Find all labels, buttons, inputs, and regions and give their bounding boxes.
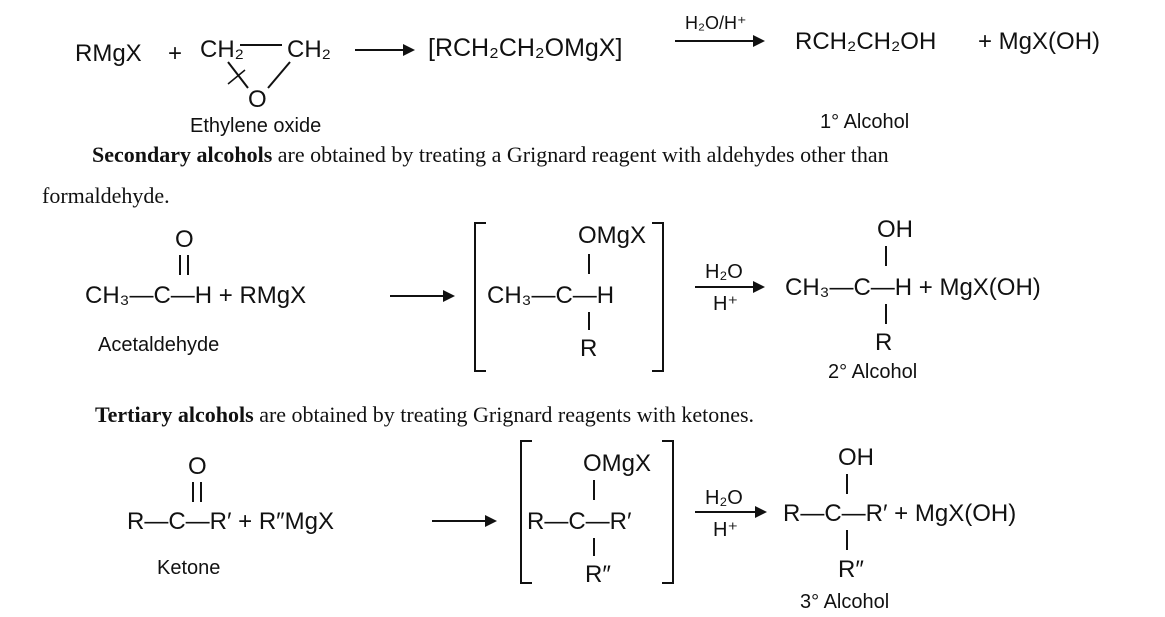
bond (846, 530, 848, 550)
term-tertiary: Tertiary alcohols (95, 402, 254, 427)
bond (588, 312, 590, 330)
carbonyl-oxygen: O (175, 226, 194, 253)
ch2-right: CH₂ (287, 36, 331, 63)
intermediate: [RCH₂CH₂OMgX] (428, 34, 623, 62)
byproduct: + MgX(OH) (978, 28, 1101, 55)
bond (885, 304, 887, 324)
bond (885, 246, 887, 266)
double-bond (192, 482, 202, 502)
bond (593, 538, 595, 556)
reaction-arrow (355, 44, 415, 56)
reagent-name: Ethylene oxide (190, 115, 322, 137)
paragraph-text: are obtained by treating a Grignard reag… (272, 142, 889, 167)
product: RCH₂CH₂OH (795, 28, 937, 55)
reaction-arrow (432, 515, 497, 527)
bracket-left (474, 222, 486, 372)
reaction-arrow (675, 35, 765, 47)
paragraph-secondary: Secondary alcohols are obtained by treat… (92, 144, 889, 166)
bond (588, 254, 590, 274)
ch2-left: CH₂ (200, 36, 244, 63)
paragraph-line2: formaldehyde. (42, 183, 170, 208)
product-label: 1° Alcohol (820, 111, 910, 133)
conditions-top: H₂O (705, 261, 743, 283)
reagent: RMgX (75, 40, 142, 67)
reactant-name: Acetaldehyde (98, 334, 220, 356)
bracket-right (652, 222, 664, 372)
intermediate-middle: R—C—R′ (527, 508, 632, 535)
intermediate-top: OMgX (578, 222, 647, 249)
bracket-right (662, 440, 674, 584)
epoxide-oxygen: O (248, 86, 267, 113)
product-top: OH (838, 444, 874, 471)
intermediate-middle: CH₃—C—H (487, 282, 615, 309)
reaction-arrow (390, 290, 455, 302)
conditions: H₂O/H⁺ (685, 13, 747, 33)
product-label: 2° Alcohol (828, 361, 918, 383)
reaction-arrow (695, 506, 767, 518)
product-middle: R—C—R′ + MgX(OH) (783, 500, 1017, 527)
reactant-name: Ketone (157, 557, 221, 579)
reactant: CH₃—C—H + RMgX (85, 282, 307, 309)
plus: + (168, 40, 183, 67)
term-secondary: Secondary alcohols (92, 142, 273, 167)
bond (846, 474, 848, 494)
product-bottom: R″ (838, 556, 864, 583)
intermediate-bottom: R″ (585, 561, 611, 588)
conditions-bottom: H⁺ (713, 519, 738, 541)
double-bond (179, 255, 189, 275)
bond (593, 480, 595, 500)
bracket-left (520, 440, 532, 584)
conditions-top: H₂O (705, 487, 743, 509)
product-top: OH (877, 216, 913, 243)
intermediate-top: OMgX (583, 450, 652, 477)
paragraph-tertiary: Tertiary alcohols are obtained by treati… (95, 404, 754, 426)
intermediate-bottom: R (580, 335, 598, 362)
paragraph-text: are obtained by treating Grignard reagen… (253, 402, 755, 427)
reaction-arrow (695, 281, 765, 293)
product-middle: CH₃—C—H + MgX(OH) (785, 274, 1041, 301)
reactant: R—C—R′ + R″MgX (127, 508, 335, 535)
product-bottom: R (875, 329, 893, 356)
carbonyl-oxygen: O (188, 453, 207, 480)
product-label: 3° Alcohol (800, 591, 890, 613)
conditions-bottom: H⁺ (713, 293, 738, 315)
